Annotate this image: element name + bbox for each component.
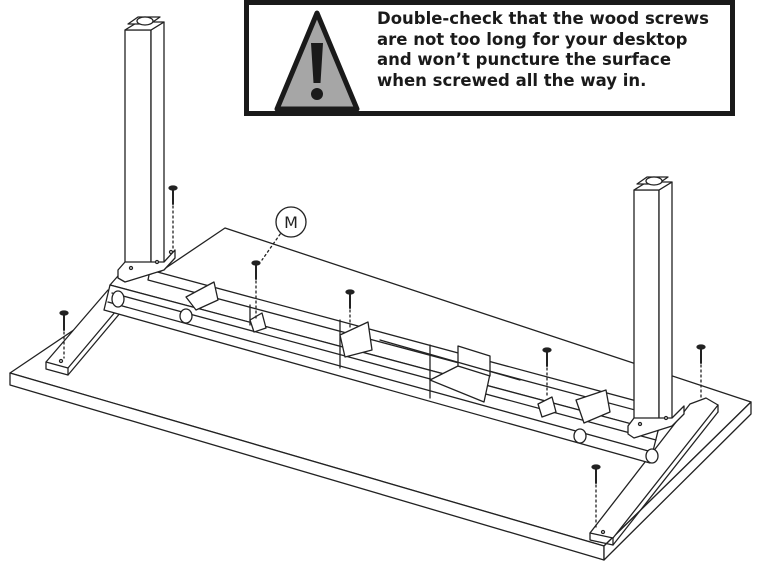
right-leg-column (627, 176, 685, 439)
wood-screw-1 (59, 310, 69, 359)
wood-screw-7 (591, 464, 601, 529)
wood-screw-4 (345, 289, 355, 331)
wood-screw-6 (696, 344, 706, 399)
warning-triangle-icon (274, 10, 360, 112)
wood-screw-5 (542, 347, 552, 399)
callout-m: M (261, 206, 307, 261)
callout-label: M (284, 213, 298, 232)
wood-screw-3 (251, 260, 261, 319)
crossbar-frame (103, 267, 671, 464)
wood-screw-2 (168, 185, 178, 249)
warning-box: Double-check that the wood screws are no… (244, 0, 735, 116)
warning-text: Double-check that the wood screws are no… (377, 9, 709, 90)
left-foot (45, 289, 122, 376)
left-leg-column (117, 16, 176, 283)
